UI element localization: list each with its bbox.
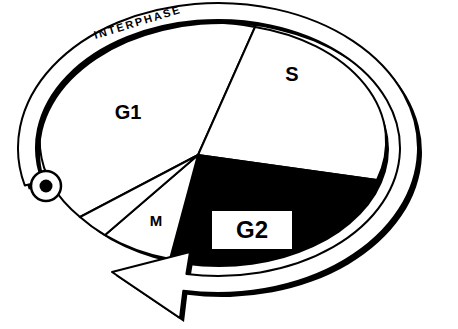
cell-nucleus	[40, 180, 53, 193]
phase-label: G2	[236, 217, 268, 243]
cytokinesis-sector	[80, 155, 198, 235]
phase-sector: M	[148, 212, 165, 231]
phase-label: G1	[115, 101, 142, 123]
phase-sector: G1	[113, 100, 144, 124]
cycle-arrow	[18, 3, 418, 318]
phase-box: G2	[210, 209, 294, 251]
phase-sector: S	[283, 62, 300, 86]
phase-label: S	[285, 63, 298, 85]
phase-label: M	[150, 213, 163, 230]
cell-circle	[31, 171, 61, 201]
